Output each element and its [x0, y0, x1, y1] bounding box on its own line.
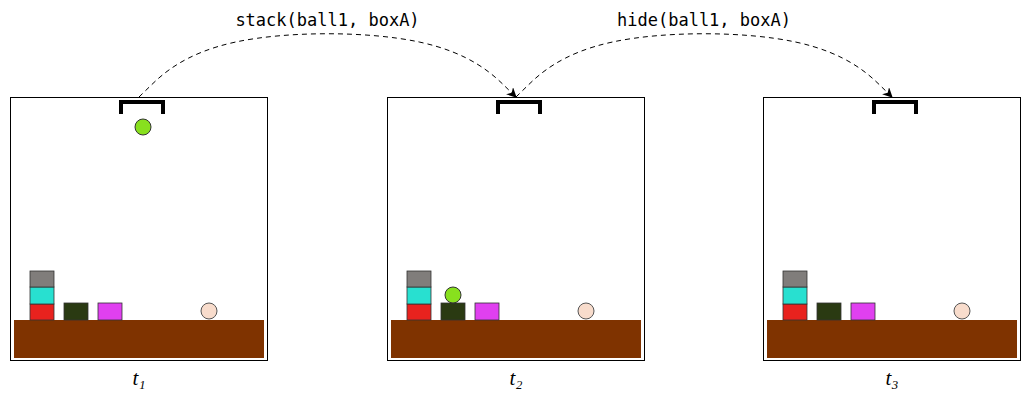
- scene-panel: t₂: [387, 97, 645, 361]
- action-label: hide(ball1, boxA): [614, 10, 794, 30]
- time-step-label: t₃: [764, 366, 1020, 391]
- action-arrow: [516, 34, 892, 97]
- action-arrow: [139, 34, 516, 97]
- scene-one: [14, 102, 264, 358]
- scene-two: [391, 102, 641, 358]
- time-step-label: t₁: [11, 366, 267, 391]
- green-ball: [445, 287, 461, 303]
- green-ball: [135, 119, 151, 135]
- scene-panel: t₁: [10, 97, 268, 361]
- scene-panel: t₃: [763, 97, 1021, 361]
- scene-three: [767, 102, 1017, 358]
- action-label: stack(ball1, boxA): [232, 10, 422, 30]
- time-step-label: t₂: [388, 366, 644, 391]
